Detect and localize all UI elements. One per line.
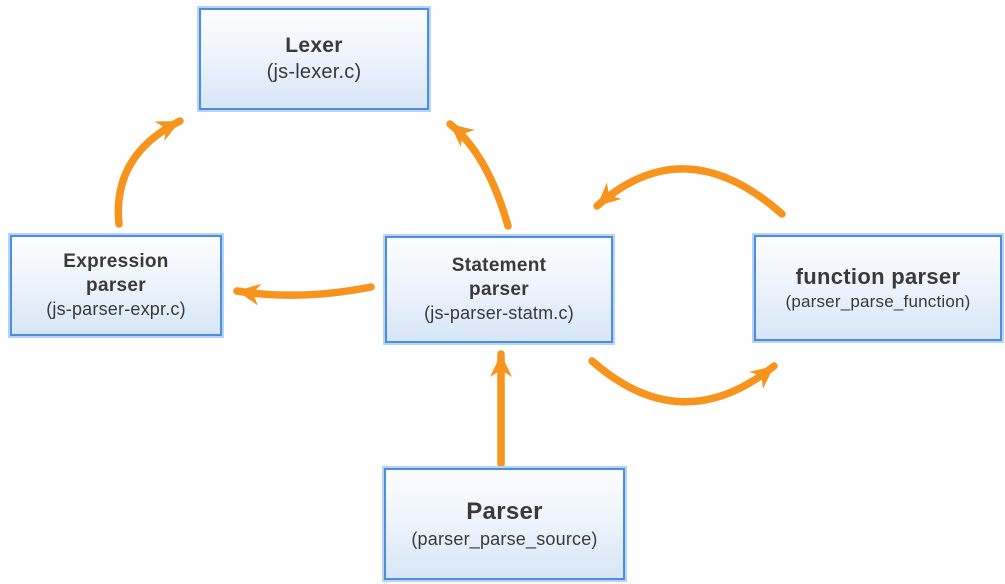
node-parser-subtitle: (parser_parse_source) (411, 528, 598, 549)
arrow-function-parser-to-statement-parser (593, 165, 786, 218)
node-expression-parser-subtitle: (js-parser-expr.c) (46, 299, 186, 320)
node-parser: Parser (parser_parse_source) (384, 468, 625, 580)
node-statement-parser-subtitle: (js-parser-statm.c) (424, 303, 574, 324)
arrow-statement-parser-to-function-parser (588, 357, 778, 406)
arrow-statement-parser-to-lexer (446, 120, 512, 230)
node-statement-parser: Statement parser (js-parser-statm.c) (385, 236, 613, 343)
arrow-statement-parser-to-expression-parser (233, 283, 375, 306)
node-function-parser-title: function parser (795, 264, 961, 290)
node-parser-title: Parser (466, 498, 543, 526)
arrow-expression-parser-to-lexer (114, 117, 184, 228)
node-lexer-subtitle: (js-lexer.c) (266, 60, 362, 83)
node-lexer: Lexer (js-lexer.c) (199, 8, 429, 110)
node-lexer-title: Lexer (285, 33, 343, 57)
node-function-parser-subtitle: (parser_parse_function) (785, 292, 971, 312)
node-expression-parser-title: Expression parser (63, 250, 169, 296)
node-function-parser: function parser (parser_parse_function) (754, 235, 1002, 341)
node-statement-parser-title: Statement parser (451, 254, 547, 300)
node-expression-parser: Expression parser (js-parser-expr.c) (10, 235, 222, 336)
